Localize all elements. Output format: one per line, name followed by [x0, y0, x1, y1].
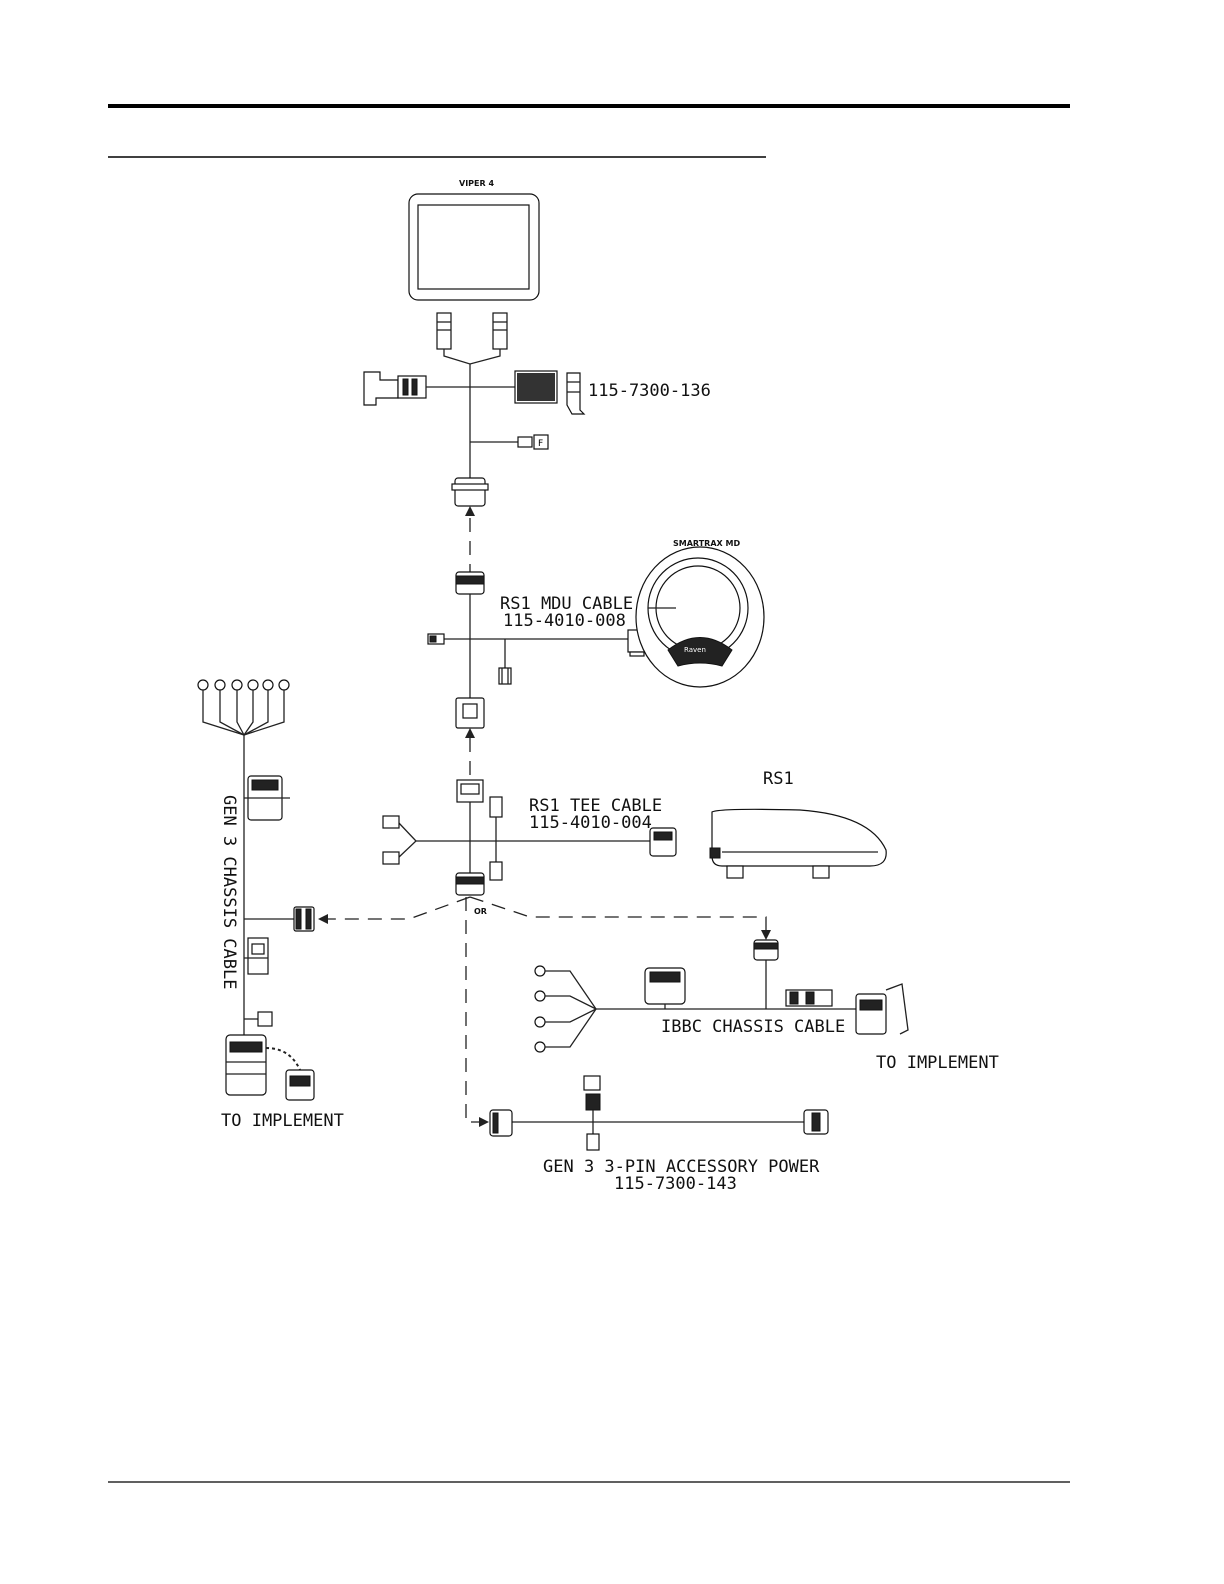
dashed-link-gen3	[318, 897, 470, 919]
mdu-cable-top-connector	[456, 572, 484, 594]
gen3-small-plug	[244, 1012, 272, 1026]
or-label: OR	[474, 907, 487, 916]
arrow-left-icon	[318, 914, 328, 924]
display-connectors	[437, 313, 507, 364]
gen3-implement-connector	[226, 1035, 314, 1100]
fuse-tap: F	[470, 435, 548, 449]
ibbc-fuse-connector	[786, 990, 832, 1006]
part-number-136: 115-7300-136	[588, 381, 711, 401]
tee-cable-part-number: 115-4010-004	[529, 813, 652, 833]
gen3-tee-branch	[244, 907, 314, 931]
gen3-ring-terminals	[198, 680, 289, 735]
to-implement-right-label: TO IMPLEMENT	[876, 1053, 999, 1073]
svg-text:F: F	[538, 439, 543, 449]
tee-cable-left-plug-bottom	[383, 852, 399, 864]
arrow-down-icon	[761, 930, 771, 940]
ibbc-implement-connector	[856, 984, 908, 1034]
header-rule-thick	[108, 104, 1070, 108]
fuse-holder-part	[470, 371, 584, 414]
acc-power-left-connector	[490, 1110, 512, 1136]
ibbc-chassis-label: IBBC CHASSIS CABLE	[661, 1017, 845, 1037]
tee-cable-rs1-connector	[650, 828, 676, 856]
gen3-relay-connector	[244, 776, 290, 820]
arrow-up-icon	[465, 506, 475, 516]
tee-cable-left-plug-top	[383, 816, 399, 828]
rs1-label: RS1	[763, 769, 794, 789]
tee-cable-power-lead	[490, 797, 502, 880]
tee-cable-top-connector	[457, 780, 483, 802]
viper-label: VIPER 4	[459, 179, 494, 188]
acc-power-tee	[584, 1076, 600, 1150]
ibbc-tee-connector	[754, 940, 778, 1009]
acc-power-right-connector	[804, 1110, 828, 1134]
mdu-cable-small-connector	[499, 639, 511, 684]
raven-logo: Raven	[684, 646, 706, 654]
dashed-link-ibbc	[470, 897, 766, 930]
mdu-cable-left-plug	[428, 634, 444, 644]
ibbc-relay-connector	[645, 968, 685, 1009]
arrow-up-icon-2	[465, 728, 475, 738]
power-connector-left	[364, 372, 470, 405]
rs1-receiver	[710, 809, 886, 878]
gen3-chassis-label: GEN 3 CHASSIS CABLE	[219, 795, 239, 989]
arrow-right-icon	[479, 1117, 489, 1127]
tee-cable-bottom-connector	[456, 873, 484, 895]
dashed-link-acc-power	[466, 897, 484, 1122]
to-implement-left-label: TO IMPLEMENT	[221, 1111, 344, 1131]
smartrax-steering-wheel: Raven	[636, 547, 764, 687]
smartrax-label: SMARTRAX MD	[673, 539, 740, 548]
display-harness-connector	[452, 478, 488, 506]
viper-4-display	[409, 194, 539, 300]
mdu-cable-bottom-connector	[456, 698, 484, 728]
gen3-fuse-block	[244, 938, 268, 974]
acc-power-part-number: 115-7300-143	[614, 1174, 737, 1194]
ibbc-ring-terminals	[535, 966, 596, 1052]
tee-cable-fork	[398, 822, 416, 858]
mdu-cable-part-number: 115-4010-008	[503, 611, 626, 631]
